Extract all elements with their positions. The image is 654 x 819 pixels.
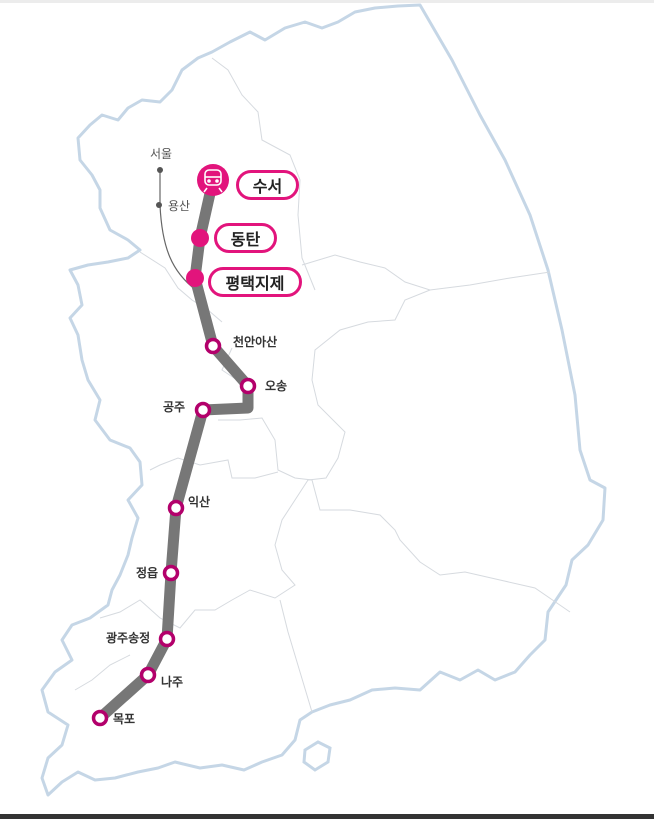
gwangju-songjeong-station-marker[interactable] — [158, 630, 176, 648]
suseo-label[interactable]: 수서 — [236, 170, 299, 200]
yongsan-dot — [156, 202, 162, 208]
seoul-label: 서울 — [150, 147, 172, 161]
island-outline — [302, 740, 332, 772]
pyeongtaek-jije-station-marker[interactable] — [186, 269, 204, 287]
naju-station-marker[interactable] — [139, 666, 157, 684]
osong-station-marker[interactable] — [239, 377, 257, 395]
osong-label: 오송 — [265, 379, 287, 393]
yongsan-label: 용산 — [168, 199, 190, 213]
dongtan-label[interactable]: 동탄 — [214, 223, 277, 253]
gongju-station-marker[interactable] — [194, 401, 212, 419]
dongtan-station-marker[interactable] — [191, 229, 209, 247]
mokpo-station-marker[interactable] — [91, 709, 109, 727]
seoul-dot — [157, 167, 163, 173]
cheonan-asan-label: 천안아산 — [233, 334, 277, 349]
suseo-station-marker[interactable] — [197, 164, 229, 196]
iksan-station-marker[interactable] — [167, 499, 185, 517]
train-icon — [203, 169, 223, 193]
pyeongtaek-jije-label[interactable]: 평택지제 — [208, 267, 302, 297]
mokpo-label: 목포 — [113, 712, 135, 726]
iksan-label: 익산 — [188, 494, 210, 509]
top-divider — [0, 0, 654, 3]
gwangju-songjeong-label: 광주송정 — [106, 630, 150, 645]
jeongeup-station-marker[interactable] — [162, 564, 180, 582]
naju-label: 나주 — [161, 674, 183, 689]
jeongeup-label: 정읍 — [136, 565, 158, 580]
bottom-divider — [0, 814, 654, 819]
cheonan-asan-station-marker[interactable] — [204, 337, 222, 355]
land-outline — [40, 3, 607, 797]
gongju-label: 공주 — [163, 400, 185, 414]
